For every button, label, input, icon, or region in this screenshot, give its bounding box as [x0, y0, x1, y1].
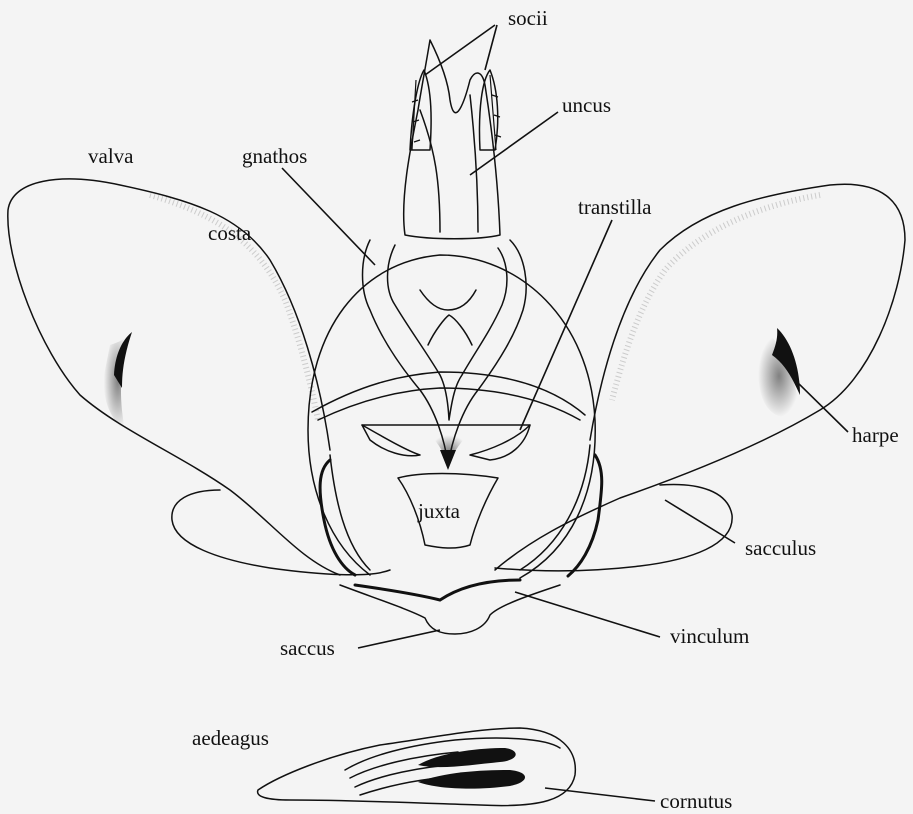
central-ring — [308, 255, 595, 578]
label-transtilla: transtilla — [578, 195, 652, 219]
right-valva — [495, 184, 905, 571]
label-gnathos: gnathos — [242, 144, 307, 168]
label-aedeagus: aedeagus — [192, 726, 269, 750]
label-saccus: saccus — [280, 636, 335, 660]
right-sacculus — [495, 484, 732, 570]
label-uncus: uncus — [562, 93, 611, 117]
vinculum-saccus — [340, 580, 560, 634]
aedeagus-structure — [258, 728, 576, 806]
label-valva: valva — [88, 144, 134, 168]
label-sacculus: sacculus — [745, 536, 816, 560]
label-socii: socii — [508, 6, 548, 30]
gnathos-structure — [363, 240, 527, 470]
label-vinculum: vinculum — [670, 624, 749, 648]
left-valva — [8, 179, 390, 575]
label-juxta: juxta — [417, 499, 461, 523]
label-costa: costa — [208, 221, 252, 245]
uncus-structure — [404, 40, 501, 239]
label-cornutus: cornutus — [660, 789, 732, 813]
label-harpe: harpe — [852, 423, 899, 447]
left-sacculus — [172, 490, 390, 575]
